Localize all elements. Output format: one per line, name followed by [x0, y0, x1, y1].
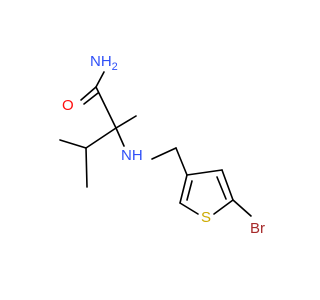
bond-ring-c2-c3-inner: [186, 180, 193, 201]
bond-isopropyl-methyl-down: [85, 147, 88, 188]
bond-c-o-1: [80, 86, 97, 101]
bond-ch2-ring: [175, 147, 188, 176]
amine-nh-label: NH: [121, 147, 143, 164]
carbonyl-oxygen-label: O: [62, 97, 74, 114]
bond-quaternary-methyl: [115, 115, 137, 129]
bond-nh-ch2: [151, 147, 177, 160]
structure-diagram: NH2 O NH S Br: [59, 53, 265, 237]
bonds: [59, 71, 252, 217]
bond-isopropyl-methyl-left: [59, 139, 87, 149]
bond-c-nh2: [95, 71, 105, 88]
bond-ring-c2-c3-outer: [179, 174, 188, 204]
bond-ring-c4-c5-outer: [221, 169, 234, 201]
amide-nh2-label: NH2: [90, 53, 118, 73]
bromine-label: Br: [250, 220, 265, 237]
bond-c5-br: [232, 199, 252, 217]
bond-ring-c5-s: [213, 199, 234, 215]
bond-c-o-2: [83, 92, 99, 105]
bond-quaternary-nh: [115, 127, 125, 147]
thiophene-sulfur-label: S: [201, 209, 211, 226]
amide-nh2-subscript: 2: [112, 61, 118, 73]
bond-ring-c4-c5-inner: [216, 176, 227, 200]
molecule-drawing: NH2 O NH S Br: [59, 53, 265, 237]
bond-carbonyl-quaternary: [95, 86, 117, 129]
bond-ring-s-c2: [179, 202, 199, 215]
bond-quaternary-isopropyl: [85, 127, 117, 149]
bond-ring-c3-c4: [186, 169, 223, 176]
atom-labels: NH2 O NH S Br: [62, 53, 265, 237]
